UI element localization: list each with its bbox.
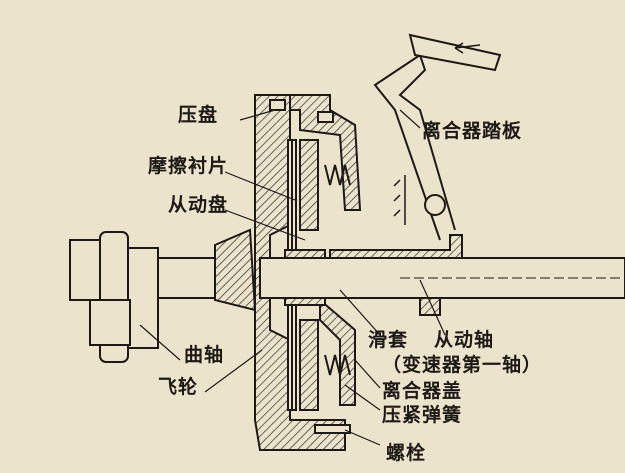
label-pressure-plate: 压盘 — [178, 104, 219, 126]
label-pressure-spring: 压紧弹簧 — [382, 404, 463, 426]
pressure-spring-upper — [324, 164, 351, 186]
clutch-pedal-arm — [373, 53, 456, 241]
pressure-plate-lower — [299, 319, 319, 411]
clutch-cover — [289, 94, 362, 211]
label-friction-lining: 摩擦衬片 — [148, 155, 229, 177]
label-driven-shaft-note: （变速器第一轴） — [382, 354, 543, 376]
pressure-plate — [299, 139, 319, 231]
label-bolt: 螺栓 — [386, 442, 427, 464]
label-clutch-pedal: 离合器踏板 — [422, 120, 523, 142]
pedal-pivot — [424, 194, 446, 216]
crankshaft — [69, 228, 257, 363]
label-crankshaft: 曲轴 — [184, 344, 225, 366]
sliding-sleeve — [329, 234, 463, 259]
label-driven-shaft: 从动轴 — [434, 329, 495, 351]
label-driven-disc: 从动盘 — [168, 194, 229, 216]
clutch-pedal — [408, 33, 502, 72]
label-flywheel: 飞轮 — [158, 376, 199, 398]
pressure-spring-lower — [324, 354, 351, 376]
label-sliding-sleeve: 滑套 — [368, 329, 409, 351]
bolt — [314, 424, 351, 434]
label-clutch-cover: 离合器盖 — [382, 380, 463, 402]
